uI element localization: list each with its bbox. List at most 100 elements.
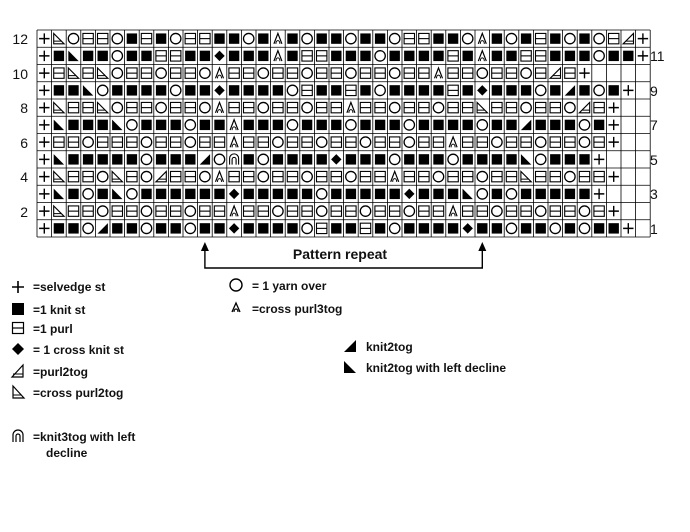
stitch-cell (330, 136, 343, 148)
stitch-cell (272, 119, 284, 131)
stitch-cell (199, 154, 211, 165)
stitch-cell (68, 50, 79, 62)
stitch-cell (637, 50, 649, 62)
stitch-cell (418, 50, 430, 62)
stitch-cell (388, 101, 401, 114)
stitch-cell (111, 32, 124, 45)
stitch-cell (140, 32, 153, 45)
legend-cross-purl3tog: =cross purl3tog (252, 302, 343, 316)
stitch-cell (169, 32, 182, 45)
stitch-cell (286, 205, 299, 217)
stitch-cell (67, 136, 80, 148)
stitch-cell (564, 85, 576, 96)
stitch-cell (346, 100, 356, 114)
stitch-cell (169, 170, 182, 183)
stitch-cell (331, 50, 342, 62)
stitch-cell (330, 67, 343, 79)
stitch-cell (505, 170, 518, 183)
stitch-cell (360, 119, 371, 131)
stitch-cell (141, 119, 152, 131)
legend-cross-purl2tog: =cross purl2tog (33, 386, 124, 400)
stitch-cell (228, 50, 240, 62)
stitch-cell (432, 101, 445, 114)
stitch-cell (53, 50, 65, 62)
stitch-cell (82, 222, 94, 235)
stitch-cell (491, 154, 503, 165)
stitch-cell (126, 33, 138, 44)
cross-purl2tog-icon (12, 384, 26, 399)
stitch-cell (389, 50, 400, 62)
stitch-cell (272, 170, 284, 183)
stitch-cell (243, 50, 254, 62)
stitch-cell (82, 154, 94, 165)
stitch-cell (82, 205, 94, 217)
stitch-cell (286, 119, 299, 131)
stitch-cell (593, 188, 605, 200)
stitch-cell (520, 188, 532, 200)
row-number-11: 11 (650, 48, 665, 64)
stitch-cell (388, 222, 401, 235)
stitch-cell (535, 188, 546, 200)
stitch-cell (491, 85, 503, 96)
stitch-cell (534, 205, 547, 217)
stitch-cell (564, 67, 576, 79)
stitch-cell (155, 33, 167, 44)
stitch-cell (301, 205, 313, 217)
legend-knit: =1 knit st (33, 303, 86, 317)
stitch-cell (67, 32, 80, 45)
stitch-cell (520, 67, 532, 79)
stitch-cell (229, 204, 239, 217)
row-number-9: 9 (650, 83, 658, 99)
stitch-cell (564, 170, 576, 183)
stitch-cell (199, 85, 211, 96)
stitch-cell (520, 85, 532, 96)
stitch-cell (53, 32, 66, 45)
stitch-cell (418, 188, 430, 200)
stitch-cell (360, 85, 371, 96)
stitch-cell (331, 85, 342, 96)
stitch-cell (273, 31, 283, 45)
stitch-cell (67, 66, 81, 79)
stitch-cell (272, 205, 284, 217)
stitch-cell (53, 101, 66, 114)
stitch-cell (462, 223, 473, 234)
stitch-cell (418, 119, 430, 131)
stitch-cell (214, 119, 225, 131)
stitch-cell (608, 85, 619, 96)
stitch-cell (520, 205, 532, 217)
stitch-cell (229, 118, 239, 131)
stitch-cell (462, 50, 473, 62)
stitch-cell (301, 119, 313, 131)
stitch-cell (213, 153, 226, 166)
stitch-cell (374, 188, 386, 200)
stitch-cell (243, 154, 254, 165)
stitch-cell (155, 50, 167, 62)
stitch-cell (185, 188, 196, 200)
stitch-cell (286, 84, 299, 97)
stitch-cell (534, 153, 547, 166)
stitch-cell (505, 205, 518, 217)
row-number-4: 4 (20, 169, 28, 185)
row-number-1: 1 (650, 221, 658, 237)
stitch-cell (621, 32, 635, 45)
stitch-cell (286, 67, 299, 79)
stitch-cell (593, 223, 605, 234)
stitch-cell (315, 67, 328, 79)
stitch-cell (184, 119, 197, 131)
stitch-cell (184, 136, 197, 148)
stitch-cell (593, 136, 605, 148)
stitch-cell (112, 154, 123, 165)
stitch-cell (374, 170, 386, 183)
pattern-repeat-label: Pattern repeat (292, 246, 388, 262)
stitch-cell (579, 33, 590, 44)
stitch-cell (359, 67, 372, 79)
stitch-cell (287, 154, 298, 165)
stitch-cell (96, 66, 110, 79)
stitch-cell (170, 119, 181, 131)
stitch-cell (155, 85, 167, 96)
stitch-cell (155, 188, 167, 200)
stitch-cell (258, 188, 269, 200)
stitch-cell (564, 101, 576, 114)
stitch-cell (491, 188, 503, 200)
stitch-cell (330, 205, 343, 217)
